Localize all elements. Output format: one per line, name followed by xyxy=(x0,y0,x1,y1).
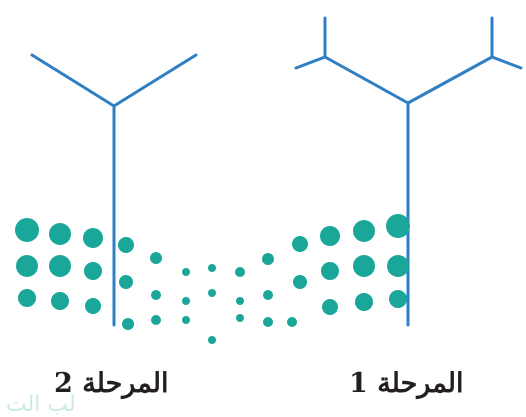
dot xyxy=(387,255,409,277)
dot xyxy=(151,315,161,325)
dot xyxy=(236,314,244,322)
dot xyxy=(16,255,38,277)
stage-2-y-left-arm xyxy=(323,55,410,105)
dot xyxy=(83,228,103,248)
dot xyxy=(122,318,134,330)
dot xyxy=(182,268,190,276)
stage-2-right-fork-out xyxy=(490,55,523,70)
dot xyxy=(182,297,190,305)
dot xyxy=(386,214,410,238)
stage-1-y-left-arm xyxy=(30,53,116,108)
dot xyxy=(292,236,308,252)
dot xyxy=(321,262,339,280)
dot xyxy=(353,220,375,242)
dot xyxy=(208,289,216,297)
dot xyxy=(322,299,338,315)
footer-text-fragment: لب الت xyxy=(6,392,76,417)
dot xyxy=(15,218,39,242)
dot xyxy=(118,237,134,253)
dot xyxy=(353,255,375,277)
dot xyxy=(389,290,407,308)
stage-2-left-fork-out xyxy=(294,55,327,70)
dot xyxy=(263,290,273,300)
dot xyxy=(84,262,102,280)
dot xyxy=(293,275,307,289)
dot xyxy=(320,226,340,246)
dot xyxy=(262,253,274,265)
dot xyxy=(287,317,297,327)
dot xyxy=(150,252,162,264)
dot xyxy=(208,336,216,344)
dot xyxy=(49,223,71,245)
dot-pattern xyxy=(15,214,410,344)
dot xyxy=(18,289,36,307)
dot xyxy=(85,298,101,314)
dot xyxy=(119,275,133,289)
stage-1-label: المرحلة 1 xyxy=(349,368,464,399)
stage-2-label: المرحلة 2 xyxy=(54,368,169,399)
dot xyxy=(208,264,216,272)
dot xyxy=(263,317,273,327)
dot xyxy=(182,316,190,324)
stage-1-y-right-arm xyxy=(112,53,198,108)
stage-2-y-right-arm xyxy=(406,55,494,105)
dot xyxy=(49,255,71,277)
stage-2-y-structure xyxy=(294,16,523,327)
dot xyxy=(51,292,69,310)
dot xyxy=(235,267,245,277)
dot xyxy=(236,297,244,305)
dot xyxy=(355,293,373,311)
dot xyxy=(151,290,161,300)
stage-1-y-structure xyxy=(30,53,198,327)
